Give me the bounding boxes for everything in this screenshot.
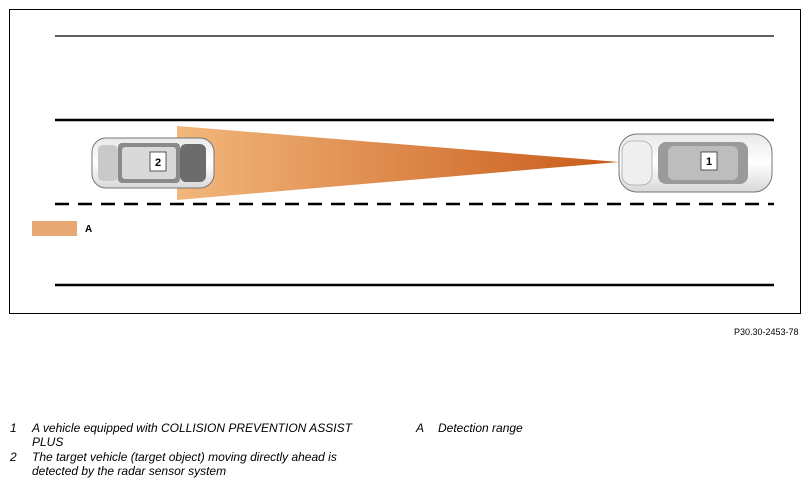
legend-item-a: A Detection range — [416, 421, 616, 437]
swatch-label-a: A — [85, 224, 92, 235]
car-2-label: 2 — [155, 157, 161, 169]
legend-text: A vehicle equipped with COLLISION PREVEN… — [32, 421, 352, 449]
legend-item-2: 2 The target vehicle (target object) mov… — [10, 450, 390, 480]
legend-key: 2 — [10, 450, 17, 464]
figure-reference-code: P30.30-2453-78 — [734, 327, 799, 337]
target-vehicle-2 — [91, 137, 215, 189]
legend-key: 1 — [10, 421, 17, 435]
detection-range-beam — [177, 126, 619, 200]
legend-text: The target vehicle (target object) movin… — [32, 450, 337, 478]
legend-key: A — [416, 421, 425, 435]
diagram-frame: 2 1 A — [9, 9, 801, 314]
car-1-label: 1 — [706, 156, 712, 168]
legend-text: Detection range — [438, 421, 523, 435]
road-diagram: 2 1 A — [32, 35, 774, 287]
detection-range-swatch — [32, 221, 77, 236]
legend-item-1: 1 A vehicle equipped with COLLISION PREV… — [10, 421, 390, 451]
equipped-vehicle-1 — [618, 133, 773, 193]
